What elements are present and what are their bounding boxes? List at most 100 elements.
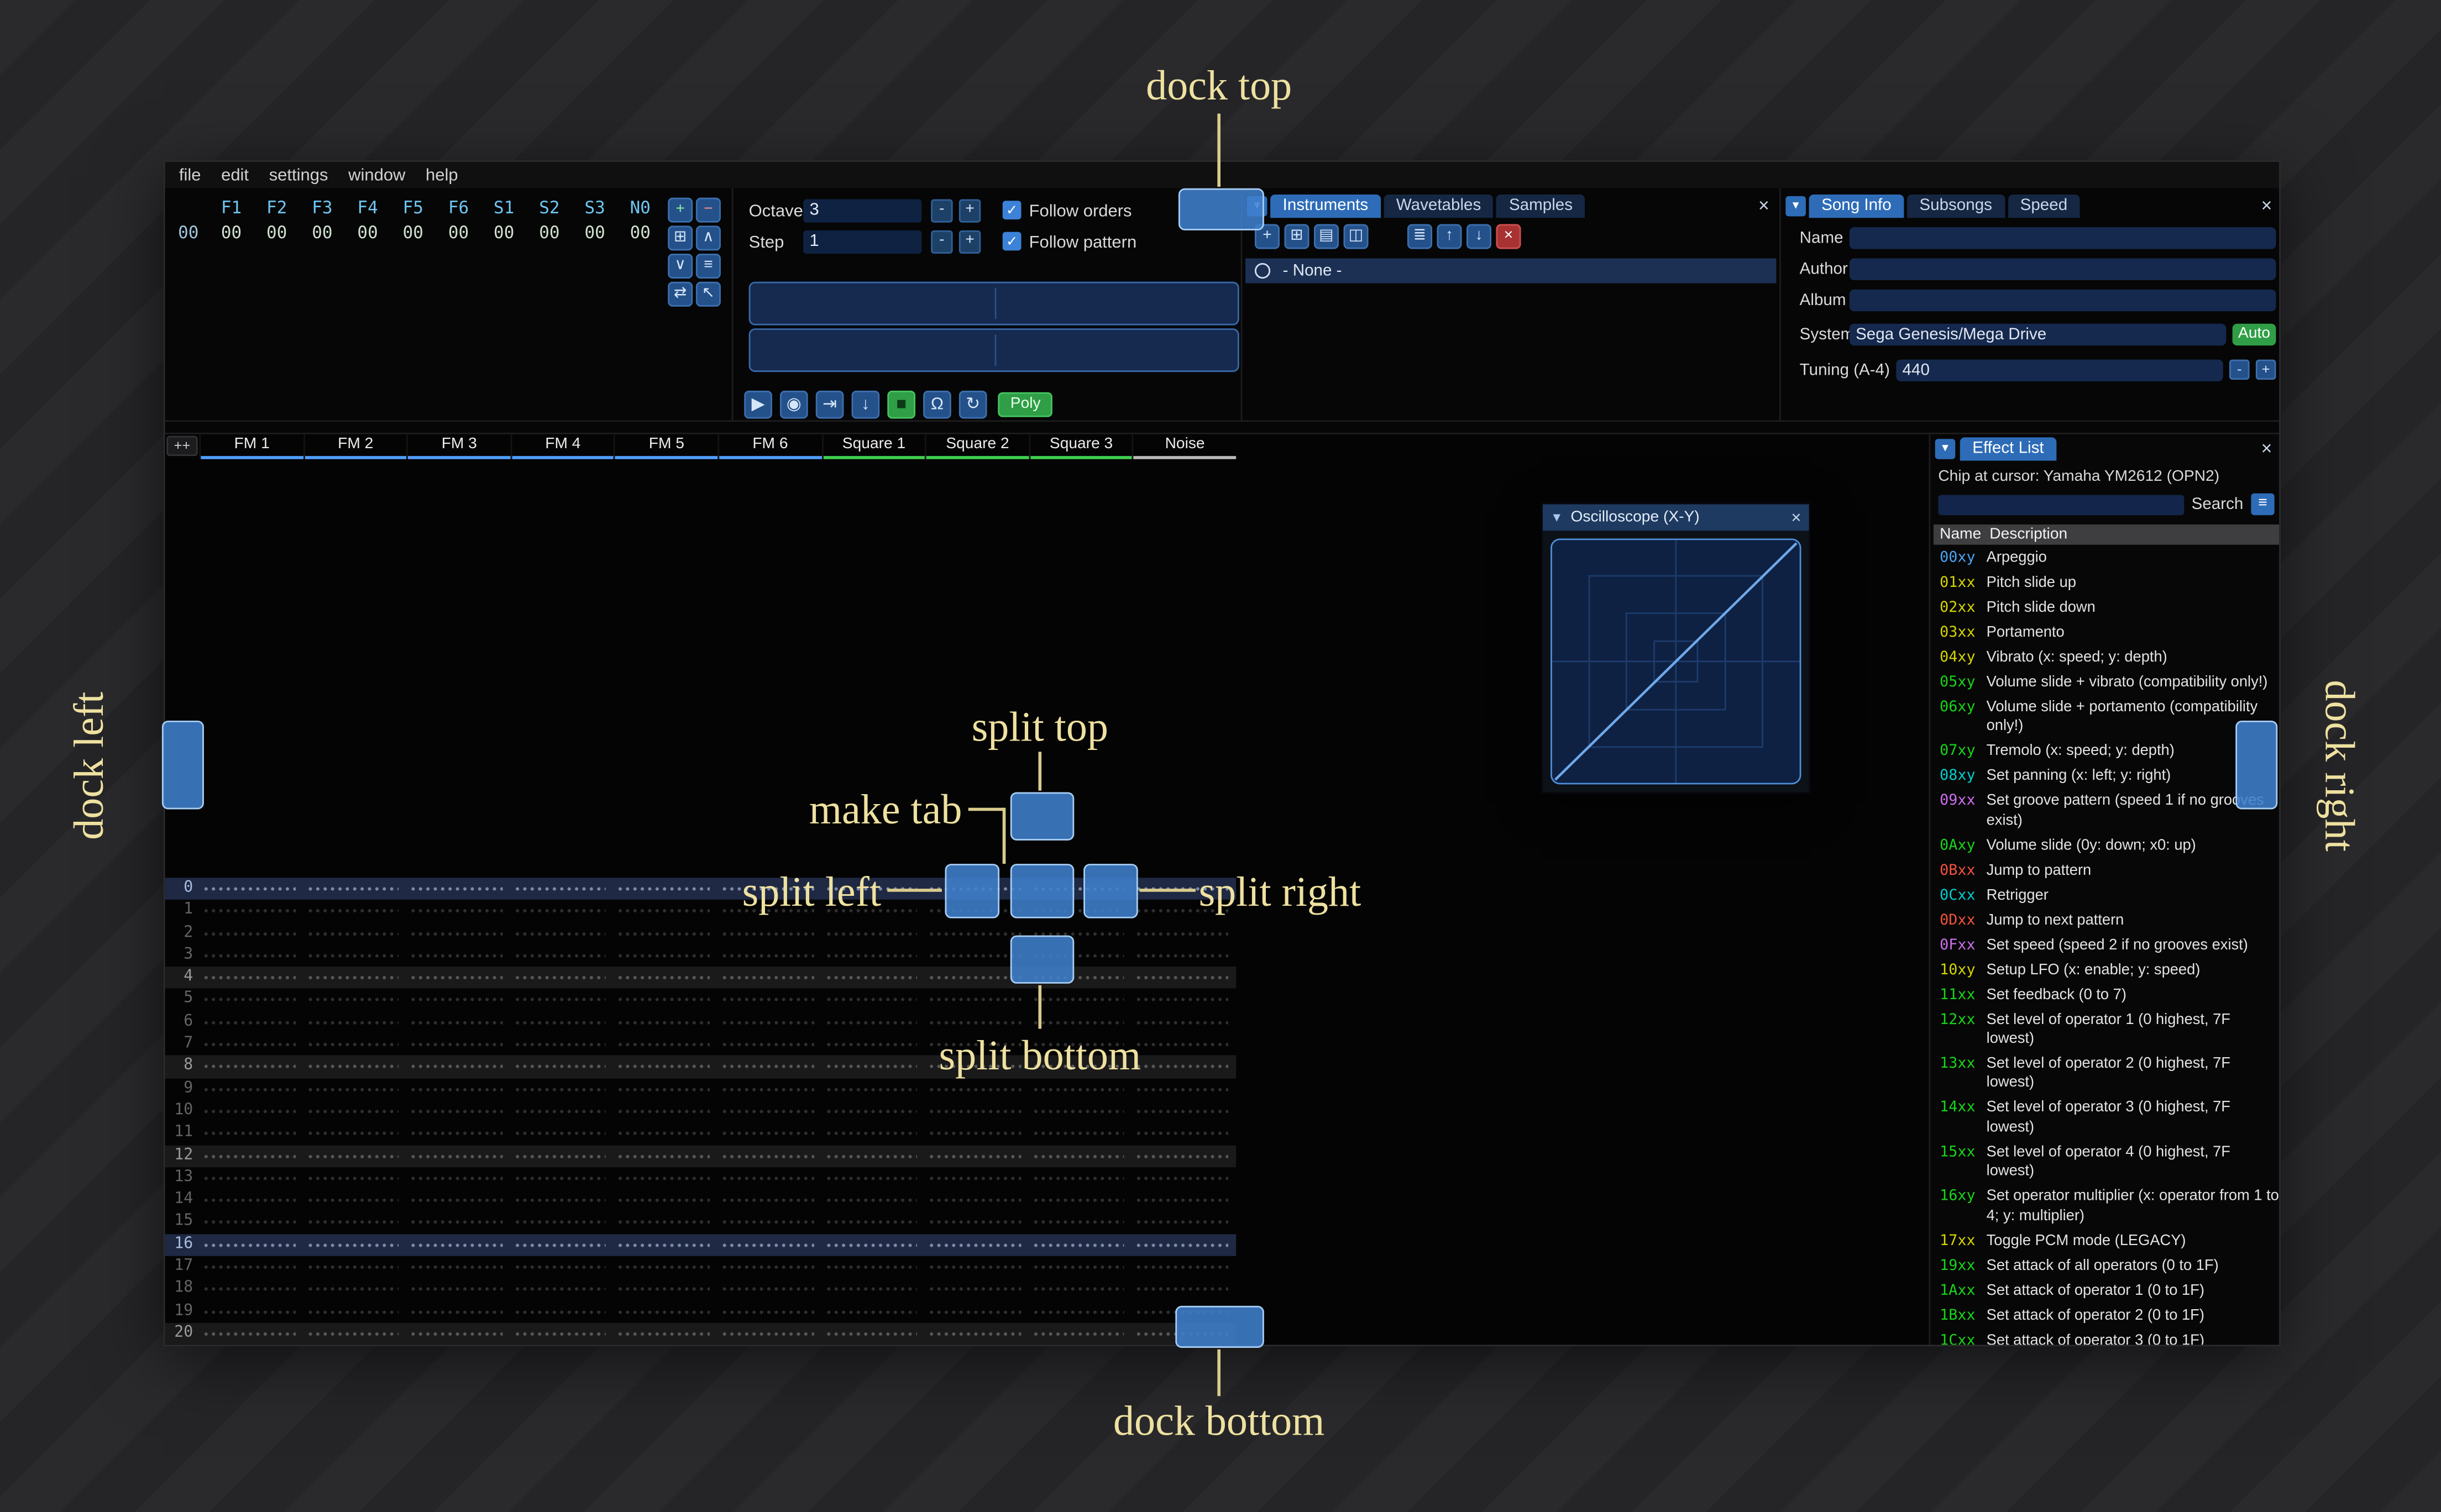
pattern-cell[interactable] [614, 1011, 718, 1034]
tab-list-dropdown-icon[interactable]: ▼ [1785, 196, 1806, 217]
pattern-cell[interactable] [510, 1345, 614, 1346]
pattern-row[interactable]: 14 [165, 1189, 1237, 1212]
pattern-row[interactable]: 17 [165, 1256, 1237, 1279]
pattern-cell[interactable] [614, 967, 718, 989]
pattern-cell[interactable] [1029, 1322, 1133, 1345]
album-field[interactable] [1849, 288, 2276, 311]
pattern-cell[interactable] [303, 1144, 407, 1167]
tab-instruments[interactable]: Instruments [1270, 195, 1381, 218]
order-cell[interactable]: 00 [266, 222, 287, 243]
pattern-row[interactable]: 19 [165, 1300, 1237, 1323]
pattern-cell[interactable] [717, 944, 821, 967]
duplicate-order-end-button[interactable]: ≡ [695, 254, 721, 279]
pattern-cell[interactable] [407, 1167, 511, 1190]
split-right-target[interactable] [1083, 864, 1138, 918]
pattern-cell[interactable] [199, 1189, 303, 1212]
pattern-cell[interactable] [1029, 1233, 1133, 1256]
channel-header-fm-2[interactable]: FM 2 [303, 434, 407, 459]
delete-instrument-button[interactable]: × [1496, 224, 1521, 249]
pattern-cell[interactable] [717, 1033, 821, 1056]
pattern-cell[interactable] [1132, 1233, 1236, 1256]
add-instrument-button[interactable]: + [1254, 224, 1280, 249]
repeat-pattern-button[interactable]: ↻ [958, 390, 987, 419]
move-instrument-down-button[interactable]: ↓ [1466, 224, 1492, 249]
pattern-row[interactable]: 1 [165, 900, 1237, 922]
order-edit-mode-button[interactable]: ↖ [695, 281, 721, 307]
pattern-cell[interactable] [303, 944, 407, 967]
pattern-row[interactable]: 7 [165, 1033, 1237, 1056]
pattern-cell[interactable] [821, 1322, 925, 1345]
channel-header-square-1[interactable]: Square 1 [821, 434, 925, 459]
pattern-cell[interactable] [717, 1322, 821, 1345]
pattern-cell[interactable] [925, 944, 1029, 967]
pattern-cell[interactable] [510, 944, 614, 967]
pattern-cell[interactable] [303, 1256, 407, 1279]
pattern-cell[interactable] [510, 1278, 614, 1301]
pattern-cell[interactable] [821, 1256, 925, 1279]
pattern-cell[interactable] [1132, 1033, 1236, 1056]
pattern-cell[interactable] [821, 1233, 925, 1256]
pattern-cell[interactable] [717, 1011, 821, 1034]
tab-effect-list[interactable]: Effect List [1960, 437, 2057, 461]
make-tab-target[interactable] [1010, 864, 1075, 918]
pattern-cell[interactable] [821, 1278, 925, 1301]
pattern-cell[interactable] [925, 1322, 1029, 1345]
channel-header-square-2[interactable]: Square 2 [925, 434, 1029, 459]
pattern-cell[interactable] [717, 1278, 821, 1301]
pattern-cell[interactable] [407, 922, 511, 945]
pattern-cell[interactable] [1132, 944, 1236, 967]
pattern-cell[interactable] [717, 1167, 821, 1190]
pattern-cell[interactable] [925, 967, 1029, 989]
pattern-cell[interactable] [199, 1167, 303, 1190]
pattern-cell[interactable] [303, 1100, 407, 1123]
pattern-cell[interactable] [199, 1345, 303, 1346]
pattern-cell[interactable] [303, 1122, 407, 1145]
pattern-cell[interactable] [717, 1189, 821, 1212]
pattern-cell[interactable] [510, 1189, 614, 1212]
pattern-cell[interactable] [303, 967, 407, 989]
pattern-cell[interactable] [925, 922, 1029, 945]
pattern-cell[interactable] [1132, 989, 1236, 1011]
pattern-cell[interactable] [1029, 1211, 1133, 1234]
pattern-cell[interactable] [407, 1233, 511, 1256]
pattern-cell[interactable] [925, 989, 1029, 1011]
pattern-cell[interactable] [821, 1189, 925, 1212]
pattern-cell[interactable] [1029, 989, 1133, 1011]
pattern-cell[interactable] [1132, 1056, 1236, 1078]
pattern-cell[interactable] [407, 989, 511, 1011]
pattern-cell[interactable] [925, 1167, 1029, 1190]
pattern-cell[interactable] [717, 900, 821, 922]
pattern-row[interactable]: 9 [165, 1078, 1237, 1101]
pattern-cell[interactable] [407, 1189, 511, 1212]
piano-upper-octave[interactable] [748, 281, 1239, 326]
order-cell[interactable]: 00 [221, 222, 242, 243]
pattern-cell[interactable] [510, 878, 614, 900]
instrument-folders-button[interactable]: ≣ [1407, 224, 1433, 249]
pattern-cell[interactable] [614, 922, 718, 945]
pattern-cell[interactable] [510, 1033, 614, 1056]
pattern-row[interactable]: 3 [165, 944, 1237, 967]
menu-settings[interactable]: settings [269, 165, 328, 185]
pattern-cell[interactable] [1029, 1033, 1133, 1056]
tab-samples[interactable]: Samples [1496, 195, 1585, 218]
pattern-cell[interactable] [821, 1345, 925, 1346]
pattern-cell[interactable] [407, 1322, 511, 1345]
add-channel-button[interactable]: ++ [166, 435, 198, 456]
pattern-cell[interactable] [821, 989, 925, 1011]
tab-speed[interactable]: Speed [2008, 195, 2080, 218]
pattern-cell[interactable] [614, 1100, 718, 1123]
pattern-cell[interactable] [407, 1078, 511, 1101]
pattern-cell[interactable] [510, 1056, 614, 1078]
pattern-cell[interactable] [821, 900, 925, 922]
pattern-cell[interactable] [407, 878, 511, 900]
tab-wavetables[interactable]: Wavetables [1384, 195, 1494, 218]
octave-decrement-button[interactable]: - [931, 199, 953, 223]
